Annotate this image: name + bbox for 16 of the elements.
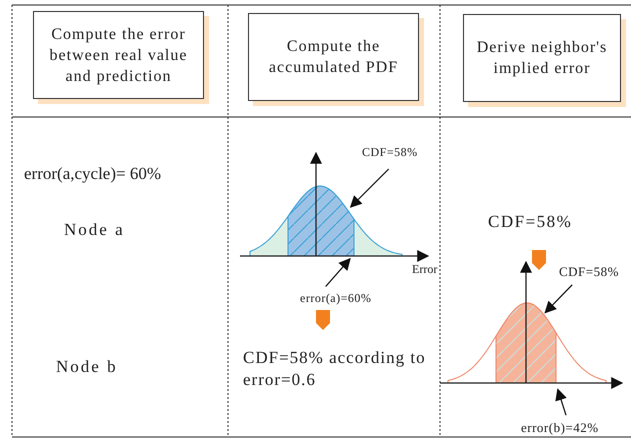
- shaded-area: [288, 186, 354, 256]
- formula-text: error(a,cycle)= 60%: [24, 164, 162, 184]
- leader-arrow: [544, 284, 573, 314]
- shaded-area: [496, 302, 556, 384]
- value-text: CDF=58%: [488, 212, 572, 232]
- row-label: Node b: [56, 357, 118, 377]
- leader-arrow: [555, 388, 567, 416]
- leader-arrow: [325, 258, 351, 287]
- note-text: CDF=58% according to error=0.6: [243, 347, 427, 391]
- leader-arrow: [350, 168, 390, 208]
- callout-text: error(a)=60%: [300, 291, 372, 306]
- callout-text: CDF=58%: [362, 145, 418, 160]
- callout-text: error(b)=42%: [521, 420, 599, 436]
- callout-text: CDF=58%: [559, 264, 619, 280]
- axis-label: Error: [412, 262, 438, 277]
- row-label: Node a: [64, 220, 125, 240]
